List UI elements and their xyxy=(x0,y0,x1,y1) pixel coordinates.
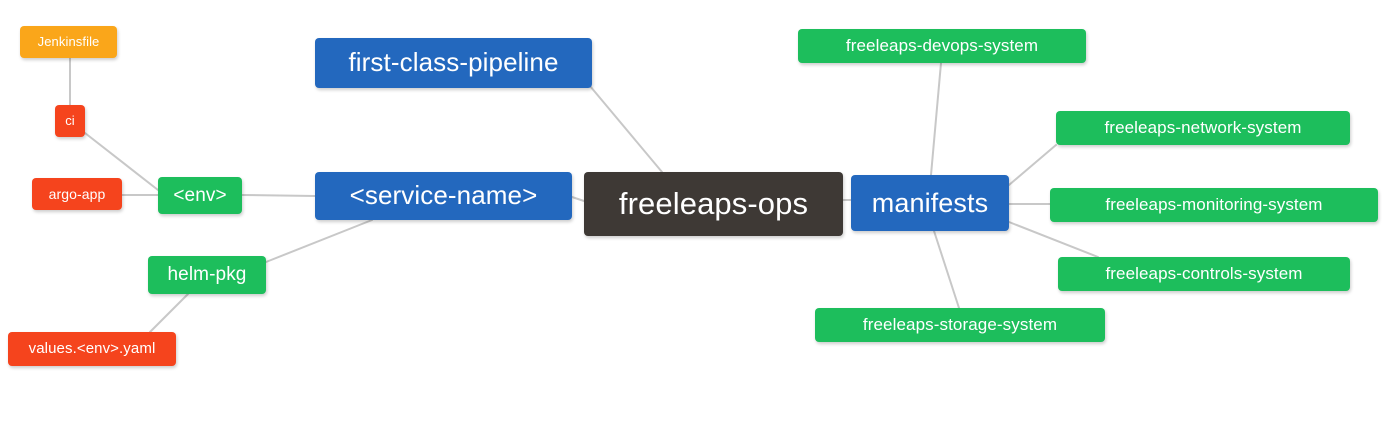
node-values-yaml[interactable]: values.<env>.yaml xyxy=(8,332,176,366)
edge-values-yaml-to-helm-pkg xyxy=(149,293,189,333)
node-helm-pkg[interactable]: helm-pkg xyxy=(148,256,266,294)
node-devops-system[interactable]: freeleaps-devops-system xyxy=(798,29,1086,63)
node-manifests[interactable]: manifests xyxy=(851,175,1009,231)
edge-service-name-to-freeleaps-ops xyxy=(571,196,585,202)
node-argo-app[interactable]: argo-app xyxy=(32,178,122,210)
node-freeleaps-ops[interactable]: freeleaps-ops xyxy=(584,172,843,236)
edge-manifests-to-network-system xyxy=(1008,144,1057,186)
edge-devops-system-to-manifests xyxy=(930,62,942,176)
node-ci[interactable]: ci xyxy=(55,105,85,137)
node-controls-system[interactable]: freeleaps-controls-system xyxy=(1058,257,1350,291)
edge-first-class-pipeline-to-freeleaps-ops xyxy=(589,85,663,173)
edge-manifests-to-controls-system xyxy=(1008,221,1099,258)
node-service-name[interactable]: <service-name> xyxy=(315,172,572,220)
node-network-system[interactable]: freeleaps-network-system xyxy=(1056,111,1350,145)
edge-helm-pkg-to-service-name xyxy=(265,219,373,263)
edge-env-to-service-name xyxy=(241,194,316,197)
node-first-class-pipeline[interactable]: first-class-pipeline xyxy=(315,38,592,88)
node-jenkinsfile[interactable]: Jenkinsfile xyxy=(20,26,117,58)
edge-manifests-to-storage-system xyxy=(933,230,960,309)
node-monitoring-system[interactable]: freeleaps-monitoring-system xyxy=(1050,188,1378,222)
node-env[interactable]: <env> xyxy=(158,177,242,214)
node-storage-system[interactable]: freeleaps-storage-system xyxy=(815,308,1105,342)
